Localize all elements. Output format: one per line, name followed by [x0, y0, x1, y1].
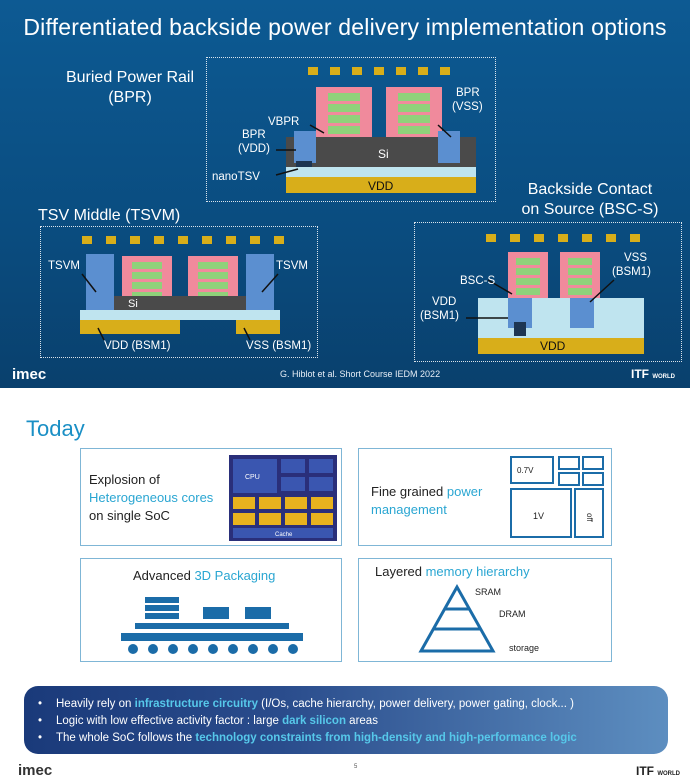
tsvm-vss-label: VSS (BSM1): [246, 340, 312, 352]
3d-package-icon: [121, 597, 303, 654]
svg-text:Si: Si: [378, 147, 389, 161]
svg-text:0.7V: 0.7V: [517, 466, 534, 475]
card2-text: Fine grained power management: [371, 484, 483, 517]
imec-logo-bottom: imec: [18, 762, 53, 779]
bscs-vdd-rail: VDD: [540, 339, 566, 353]
bullet-2: •Logic with low effective activity facto…: [38, 715, 378, 727]
bullet-1: •Heavily rely on infrastructure circuitr…: [38, 698, 574, 710]
citation: G. Hiblot et al. Short Course IEDM 2022: [280, 369, 441, 379]
bpr-panel: [206, 57, 496, 202]
svg-text:Si: Si: [128, 298, 138, 310]
bullet-3: •The whole SoC follows the technology co…: [38, 732, 577, 744]
card3-text: Advanced 3D Packaging: [133, 568, 276, 583]
svg-text:CPU: CPU: [245, 474, 260, 481]
today-title: Today: [26, 416, 85, 441]
svg-text:SRAM: SRAM: [475, 587, 501, 597]
bpr-vdd-label-1: BPR: [242, 129, 266, 141]
card-power-management: Fine grained power management 0.7V 1V of…: [358, 448, 612, 546]
page-number: 5: [354, 764, 358, 770]
svg-text:Cache: Cache: [275, 532, 293, 538]
itf-logo: ITF WORLD: [631, 367, 676, 381]
bscs-panel: [414, 222, 682, 362]
imec-logo: imec: [12, 366, 47, 383]
bpr-vdd-rail: VDD: [368, 179, 394, 193]
memory-pyramid-icon: SRAM DRAM storage: [418, 583, 539, 653]
power-domains-icon: 0.7V 1V off: [510, 456, 604, 538]
tsvm-diagram: Si: [80, 236, 284, 341]
slide-top: Differentiated backside power delivery i…: [0, 0, 690, 388]
card-memory-hierarchy: Layered memory hierarchy SRAM DRAM stora…: [358, 558, 612, 662]
summary-banner: [24, 686, 668, 754]
slide-title: Differentiated backside power delivery i…: [23, 14, 667, 40]
tsvm-vdd-label: VDD (BSM1): [104, 340, 171, 352]
bscs-diagram: [466, 234, 644, 354]
vbpr-label: VBPR: [268, 116, 300, 128]
svg-text:DRAM: DRAM: [499, 609, 526, 619]
bscs-title: Backside Contact on Source (BSC-S): [521, 181, 659, 218]
card4-text: Layered memory hierarchy: [375, 564, 530, 579]
bscs-vss-label-2: (BSM1): [612, 266, 651, 278]
bpr-vss-label-1: BPR: [456, 87, 480, 99]
bpr-diagram: Si: [275, 67, 476, 193]
bsc-s-label: BSC-S: [460, 275, 496, 287]
tsvm-left-label: TSVM: [48, 260, 80, 272]
bpr-vdd-label-2: (VDD): [238, 143, 270, 155]
soc-chip-icon: CPU Cache: [229, 455, 337, 541]
bscs-vdd-label-2: (BSM1): [420, 310, 459, 322]
svg-text:off: off: [585, 513, 594, 523]
svg-text:1V: 1V: [533, 511, 544, 521]
nanotsv-label: nanoTSV: [212, 171, 260, 183]
bpr-title: Buried Power Rail (BPR): [65, 69, 195, 106]
card-3d-packaging: Advanced 3D Packaging: [80, 558, 342, 662]
bscs-vss-label-1: VSS: [624, 252, 648, 264]
svg-text:storage: storage: [509, 643, 539, 653]
bscs-vdd-label-1: VDD: [432, 296, 457, 308]
card-heterogeneous-cores: Explosion of Heterogeneous cores on sing…: [80, 448, 342, 546]
tsvm-panel: [40, 226, 318, 358]
itf-logo-bottom: ITF WORLD: [636, 764, 681, 778]
card1-text: Explosion of Heterogeneous cores on sing…: [89, 472, 214, 523]
tsvm-right-label: TSVM: [276, 260, 308, 272]
tsvm-title: TSV Middle (TSVM): [38, 207, 181, 224]
bpr-vss-label-2: (VSS): [452, 101, 483, 113]
